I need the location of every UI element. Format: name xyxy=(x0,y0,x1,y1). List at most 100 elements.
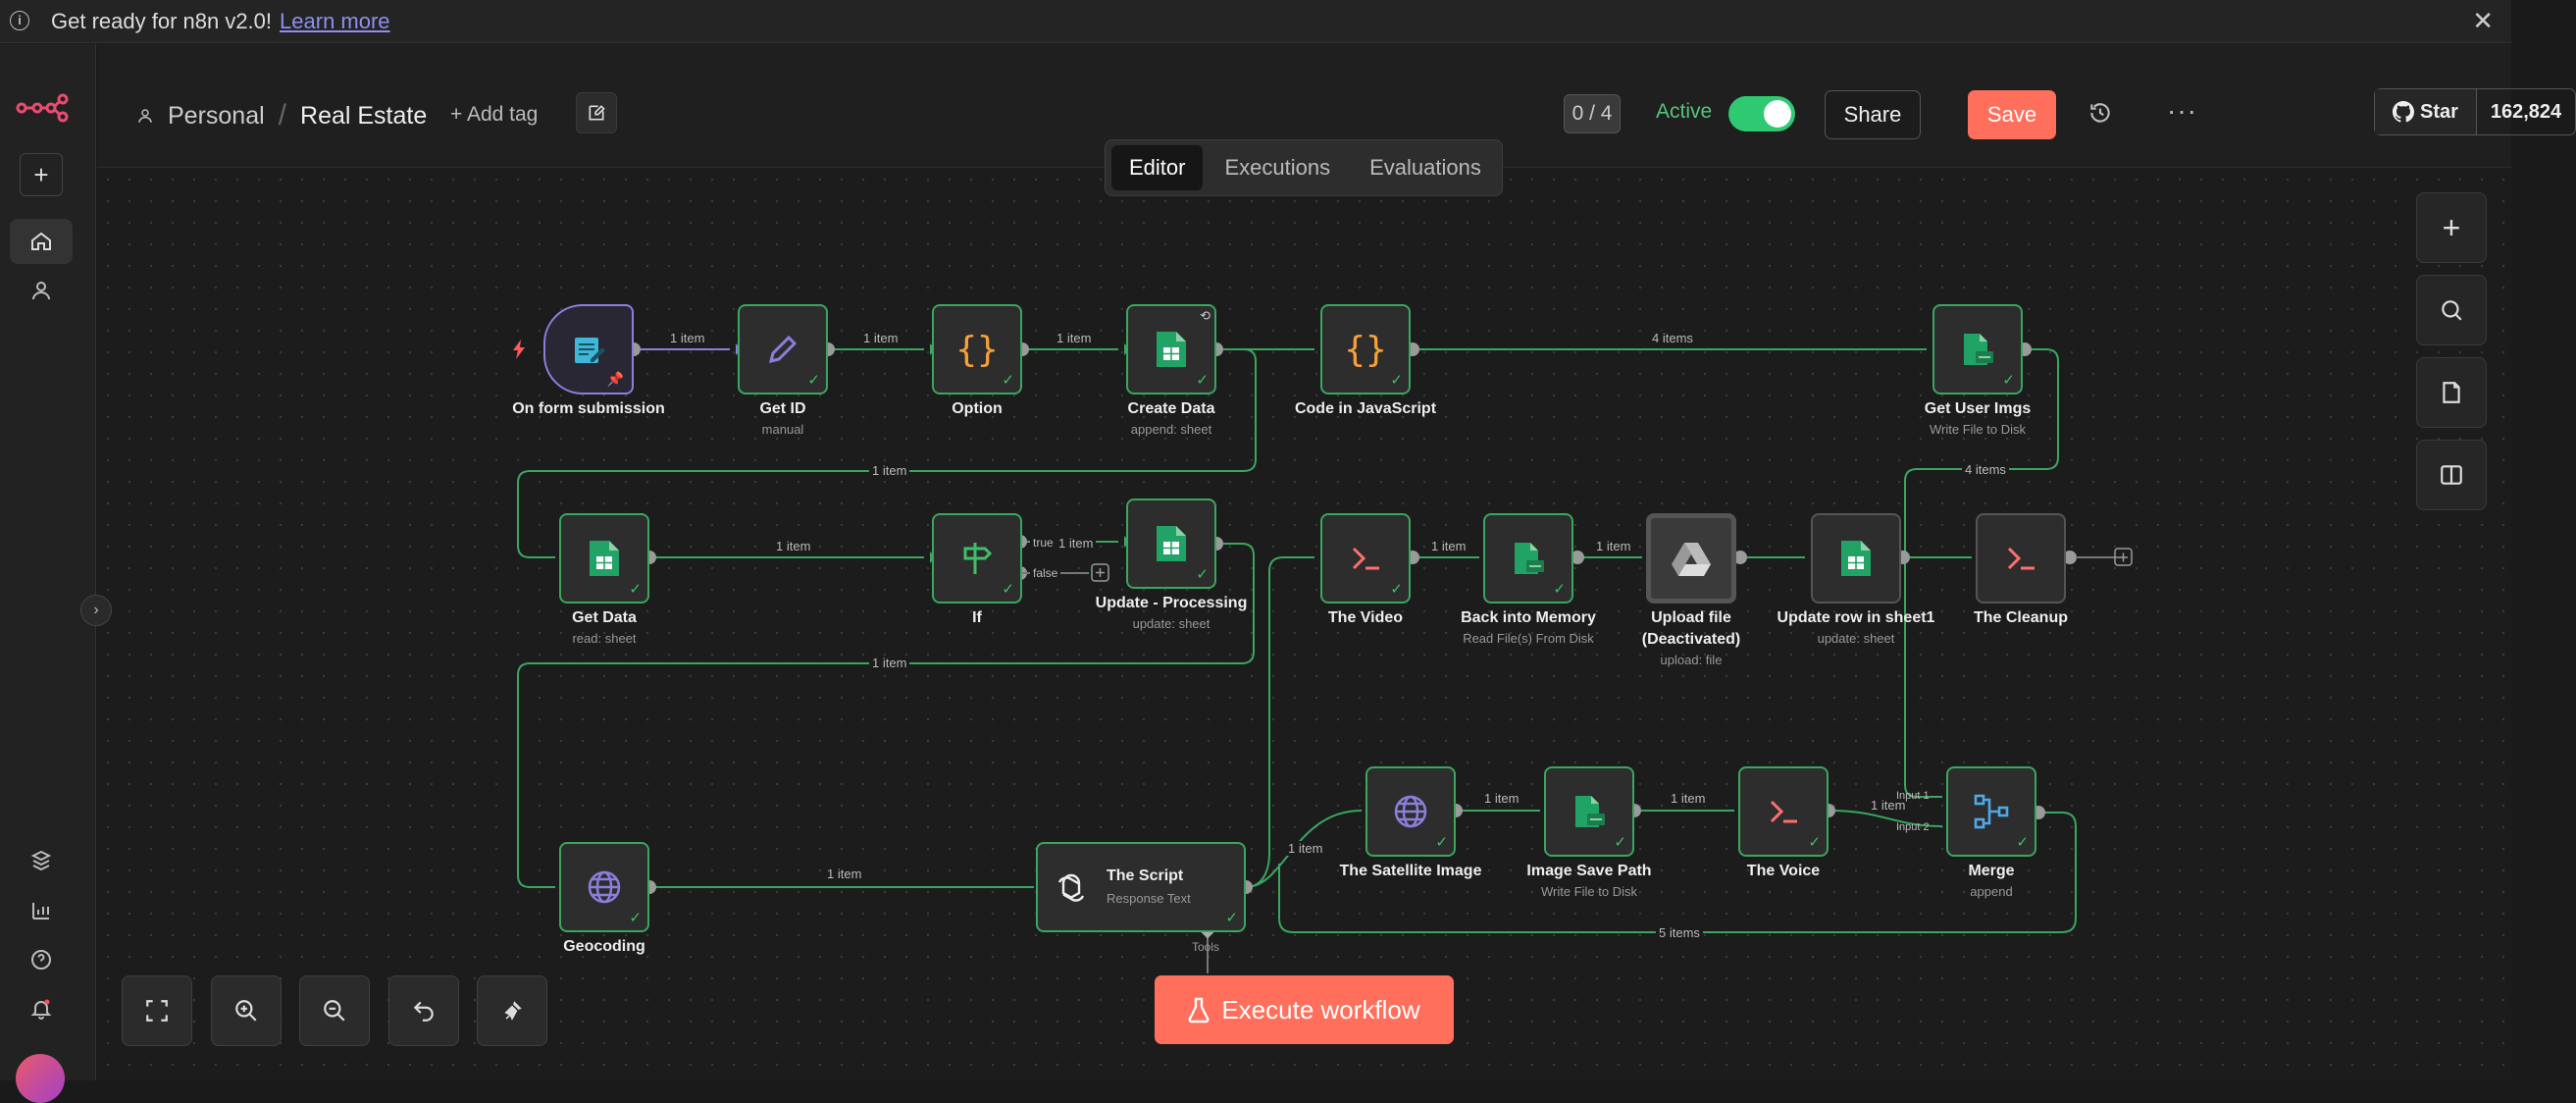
node-the-satellite-image[interactable]: ✓ xyxy=(1365,766,1456,857)
edge-label: 1 item xyxy=(1481,791,1522,806)
user-icon[interactable] xyxy=(10,268,73,313)
expand-sidebar-icon[interactable]: › xyxy=(80,595,112,626)
bell-icon[interactable] xyxy=(10,986,73,1031)
merge-icon xyxy=(1974,794,2009,829)
node-label: Get User Imgs xyxy=(1924,400,2032,417)
node-subtitle: Read File(s) From Disk xyxy=(1463,631,1594,646)
panel-icon xyxy=(2441,465,2462,485)
node-label: Back into Memory xyxy=(1461,609,1596,626)
merge-input-2-label: Input 2 xyxy=(1896,821,1930,833)
help-icon[interactable] xyxy=(10,937,73,982)
terminal-icon xyxy=(1770,800,1797,823)
node-update-row-in-sheet1[interactable] xyxy=(1811,513,1901,604)
search-icon xyxy=(2442,300,2462,321)
n8n-logo[interactable] xyxy=(8,85,77,131)
add-node-button[interactable]: + xyxy=(2416,192,2487,263)
check-icon: ✓ xyxy=(1002,581,1014,598)
signpost-icon xyxy=(963,543,993,574)
active-toggle[interactable] xyxy=(1728,96,1795,131)
node-subtitle: Write File to Disk xyxy=(1930,422,2026,437)
info-icon: i xyxy=(10,11,29,30)
node-label: Geocoding xyxy=(563,938,645,955)
node-get-data[interactable]: ✓ xyxy=(559,513,649,604)
insights-icon[interactable] xyxy=(10,888,73,933)
save-button[interactable]: Save xyxy=(1968,90,2056,139)
globe-icon xyxy=(588,870,621,904)
execute-workflow-button[interactable]: Execute workflow xyxy=(1155,975,1454,1044)
learn-more-link[interactable]: Learn more xyxy=(280,9,390,33)
breadcrumb-project[interactable]: Personal xyxy=(168,101,265,130)
user-icon xyxy=(138,109,152,123)
github-star-button[interactable]: Star 162,824 xyxy=(2374,88,2576,135)
google-sheets-icon xyxy=(1841,541,1871,576)
node-update-processing[interactable]: ✓ xyxy=(1126,499,1216,589)
add-tag-button[interactable]: + Add tag xyxy=(450,103,539,126)
execute-workflow-label: Execute workflow xyxy=(1221,994,1420,1024)
close-icon[interactable]: ✕ xyxy=(2472,6,2494,35)
code-braces-icon: {} xyxy=(955,329,999,370)
node-code-in-javascript[interactable]: {} ✓ xyxy=(1320,304,1411,394)
edge-label: 1 item xyxy=(1285,841,1326,856)
edge-label: 1 item xyxy=(860,331,902,345)
tag-edit-icon[interactable] xyxy=(576,92,617,133)
check-icon: ✓ xyxy=(1390,581,1403,598)
home-icon[interactable] xyxy=(10,219,73,264)
templates-icon[interactable] xyxy=(10,838,73,883)
node-get-user-imgs[interactable]: ✓ xyxy=(1932,304,2023,394)
node-option[interactable]: {} ✓ xyxy=(932,304,1022,394)
node-label: The Script xyxy=(1107,867,1184,884)
main-sidebar: + xyxy=(0,44,96,1080)
share-button[interactable]: Share xyxy=(1825,90,1921,139)
plus-icon: + xyxy=(2442,209,2461,245)
check-icon: ✓ xyxy=(1614,834,1626,851)
github-star[interactable]: Star xyxy=(2375,89,2477,134)
search-nodes-button[interactable] xyxy=(2416,275,2487,345)
node-subtitle: append: sheet xyxy=(1130,422,1212,437)
tab-executions[interactable]: Executions xyxy=(1224,155,1331,180)
github-star-count: 162,824 xyxy=(2490,101,2562,123)
node-image-save-path[interactable]: ✓ xyxy=(1544,766,1634,857)
plus-icon[interactable]: + xyxy=(10,152,73,197)
clear-execution-button[interactable] xyxy=(477,975,547,1046)
edge-label: 1 item xyxy=(824,867,865,881)
edge-label: 5 items xyxy=(1656,925,1703,940)
history-icon[interactable] xyxy=(2087,100,2117,130)
node-on-form-submission[interactable]: 📌 xyxy=(543,304,634,394)
sticky-note-button[interactable] xyxy=(2416,357,2487,428)
node-upload-file[interactable] xyxy=(1646,513,1736,604)
breadcrumb: Personal / Real Estate xyxy=(136,99,427,132)
file-read-icon xyxy=(1515,543,1544,574)
breadcrumb-separator: / xyxy=(278,99,287,131)
evaluation-counter[interactable]: 0 / 4 xyxy=(1564,94,1621,133)
workflow-name[interactable]: Real Estate xyxy=(300,101,428,130)
terminal-icon xyxy=(2007,547,2035,570)
node-merge[interactable]: ✓ xyxy=(1946,766,2036,857)
node-label-line2: (Deactivated) xyxy=(1641,631,1741,648)
toggle-panel-button[interactable] xyxy=(2416,440,2487,510)
check-icon: ✓ xyxy=(2016,834,2029,851)
sticky-note-icon xyxy=(2443,382,2460,403)
node-the-script[interactable]: The Script Response Text ✓ xyxy=(1036,842,1246,932)
fit-view-icon xyxy=(146,1000,168,1022)
node-geocoding[interactable]: ✓ xyxy=(559,842,649,932)
tab-editor[interactable]: Editor xyxy=(1111,145,1204,190)
node-the-voice[interactable]: ✓ xyxy=(1738,766,1829,857)
node-the-cleanup[interactable] xyxy=(1976,513,2066,604)
undo-button[interactable] xyxy=(388,975,459,1046)
zoom-in-button[interactable] xyxy=(211,975,282,1046)
edge-label: 1 item xyxy=(667,331,708,345)
fit-view-button[interactable] xyxy=(122,975,192,1046)
node-if[interactable]: ✓ xyxy=(932,513,1022,604)
avatar[interactable] xyxy=(16,1054,65,1103)
github-icon xyxy=(2393,101,2415,123)
node-back-into-memory[interactable]: ✓ xyxy=(1483,513,1573,604)
tab-evaluations[interactable]: Evaluations xyxy=(1369,155,1481,180)
node-the-video[interactable]: ✓ xyxy=(1320,513,1411,604)
more-icon[interactable]: ··· xyxy=(2167,95,2197,126)
edge-label-false: false xyxy=(1030,566,1061,581)
google-sheets-icon xyxy=(1157,332,1186,367)
node-create-data[interactable]: ⟲ ✓ xyxy=(1126,304,1216,394)
edge-label: 1 item xyxy=(1056,536,1097,551)
node-get-id[interactable]: ✓ xyxy=(738,304,828,394)
zoom-out-button[interactable] xyxy=(299,975,370,1046)
